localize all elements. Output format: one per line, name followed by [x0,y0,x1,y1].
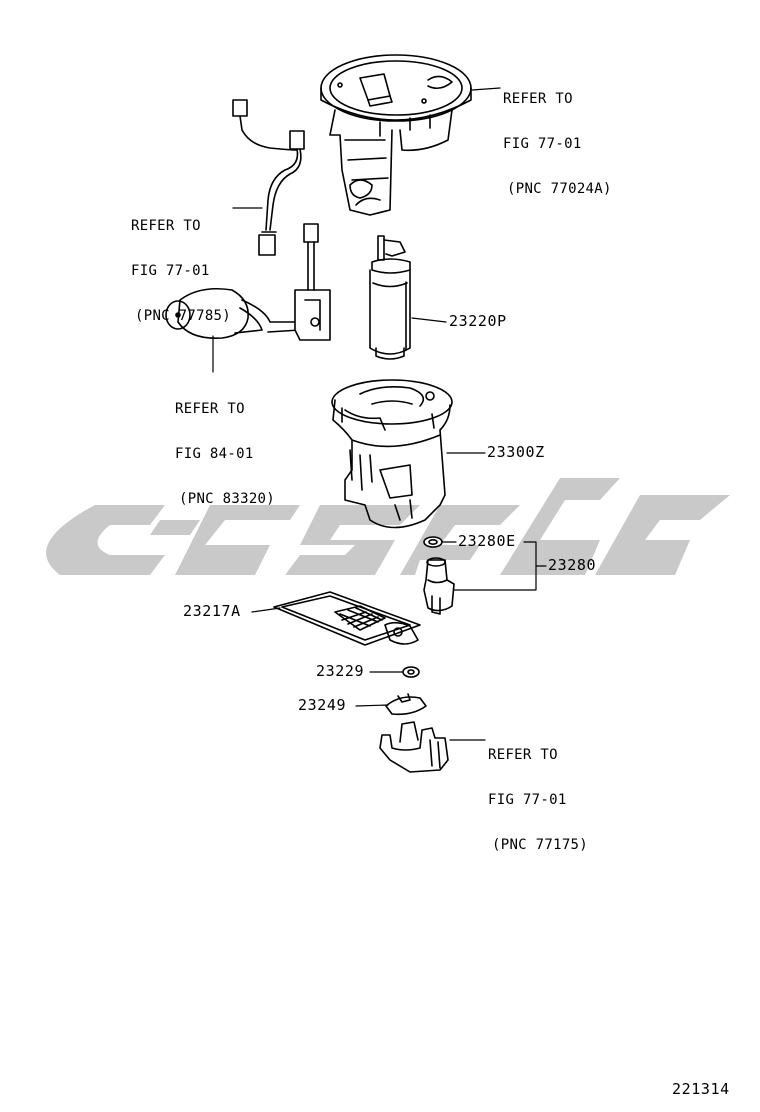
washer-23229 [402,666,420,678]
reference-line-3: (PNC 77175) [492,837,589,853]
pressure-regulator [423,557,455,615]
fuel-pump [369,235,411,360]
reference-line-1: REFER TO [488,747,558,763]
reference-label-77024a: REFER TO FIG 77-01 (PNC 77024A) [503,62,612,227]
reference-line-2: FIG 77-01 [488,792,567,808]
reference-line-1: REFER TO [175,401,245,417]
diagram-id: 221314 [672,1080,730,1098]
reference-line-2: FIG 77-01 [131,263,210,279]
reference-label-77785: REFER TO FIG 77-01 (PNC 77785) [131,189,231,354]
part-number-23300z[interactable]: 23300Z [487,443,545,461]
fuel-filter [273,591,421,646]
part-number-23217a[interactable]: 23217A [183,602,241,620]
reference-label-77175: REFER TO FIG 77-01 (PNC 77175) [488,718,588,883]
bottom-bracket [379,721,449,773]
leader-lines [212,87,547,741]
o-ring-23280e [423,536,443,548]
reference-line-3: (PNC 77785) [135,308,232,324]
reference-line-3: (PNC 77024A) [507,181,612,197]
part-number-23220p[interactable]: 23220P [449,312,507,330]
wire-harness [232,99,305,256]
reference-label-83320: REFER TO FIG 84-01 (PNC 83320) [175,372,275,537]
reference-line-2: FIG 84-01 [175,446,254,462]
reference-line-3: (PNC 83320) [179,491,276,507]
reference-line-2: FIG 77-01 [503,136,582,152]
part-number-23280[interactable]: 23280 [548,556,597,574]
reference-line-1: REFER TO [503,91,573,107]
fuel-sender-gauge [165,223,331,341]
part-number-23249[interactable]: 23249 [298,696,347,714]
part-number-23280e[interactable]: 23280E [458,532,516,550]
cushion-23249 [385,693,427,716]
fuel-pump-cover-plate [320,54,472,216]
fuel-pump-housing [331,379,453,529]
part-number-23229[interactable]: 23229 [316,662,365,680]
reference-line-1: REFER TO [131,218,201,234]
